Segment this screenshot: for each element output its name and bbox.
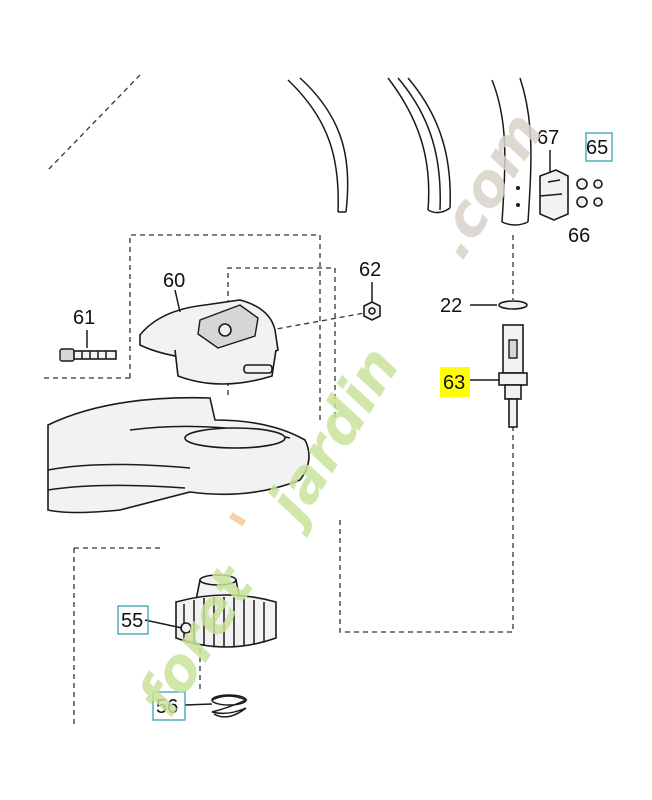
callout-56-box	[152, 691, 186, 721]
callout-55-box	[117, 605, 149, 635]
guard-housing	[47, 396, 310, 514]
assembly-guide-lines	[44, 74, 514, 725]
callout-22: 22	[440, 295, 462, 317]
housing-cover-part-60	[139, 299, 279, 385]
washer-part-22	[498, 300, 528, 310]
callout-66: 66	[568, 225, 590, 247]
callout-62: 62	[359, 259, 381, 281]
shaft-tubes	[287, 77, 532, 226]
callout-61: 61	[73, 307, 95, 329]
callout-63-highlight	[440, 367, 470, 397]
nuts-washers-65-66	[576, 178, 603, 208]
callout-60: 60	[163, 270, 185, 292]
callout-65: 65	[586, 137, 608, 159]
callout-56: 56	[156, 696, 178, 718]
callout-65-box	[585, 132, 613, 162]
callout-55: 55	[121, 610, 143, 632]
knob-part-55	[175, 574, 277, 648]
callout-63: 63	[443, 372, 465, 394]
spindle-part-63	[498, 324, 528, 428]
callout-labels: 61 60 62 22 63 67 65 66 55 56	[73, 127, 613, 721]
nut-part-62	[363, 301, 381, 321]
spring-part-56	[211, 694, 248, 718]
leader-lines	[86, 150, 551, 706]
clip-part-67	[539, 169, 569, 221]
bolt-part-61	[59, 348, 117, 362]
callout-67: 67	[537, 127, 559, 149]
